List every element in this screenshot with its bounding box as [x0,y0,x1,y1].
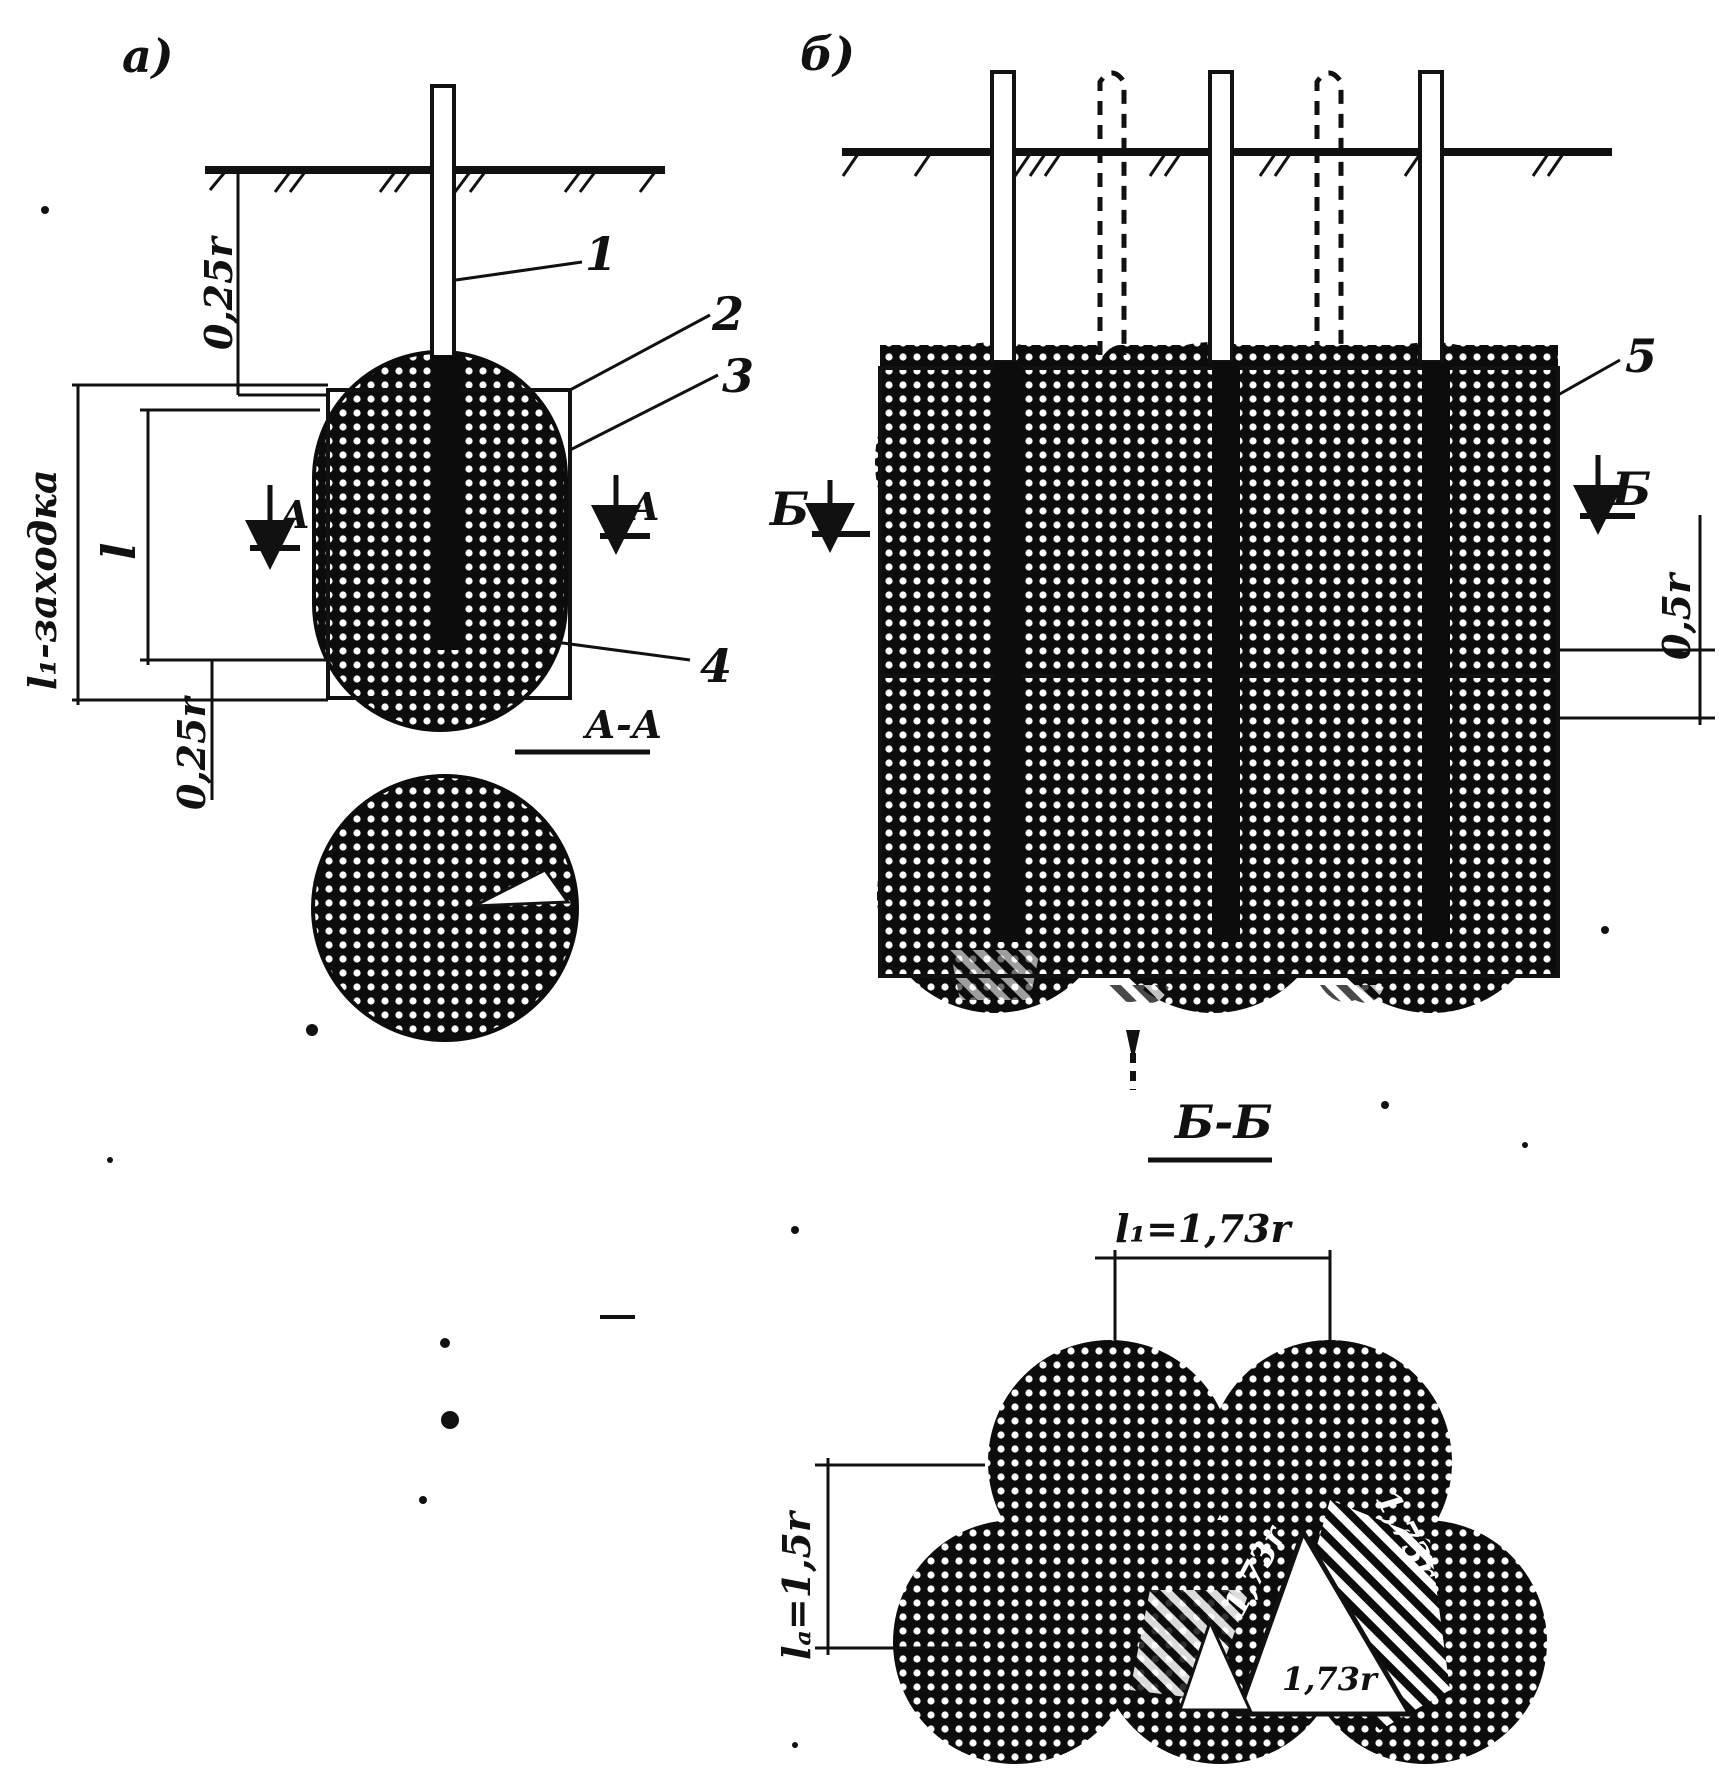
section-label-b-left: Б [768,482,809,536]
section-b-arrow [1126,1030,1140,1090]
dashed-columns-b [1097,70,1344,355]
freeze-column-a [430,84,460,650]
dim-zone-length: l [92,543,146,560]
callout-3: 3 [722,349,754,403]
tri-center-label: 1,73r [1282,1660,1379,1698]
callout-leaders-a [455,260,719,662]
scan-specks [41,206,1609,1748]
section-mark-a-right [591,475,650,555]
dim-top-offset-a: 0,25r [196,234,241,350]
callout-2: 2 [711,287,744,341]
dim-spacing-l1: l₁=1,73r [1115,1206,1293,1251]
callout-1: 1 [585,227,617,281]
panel-b: б) [768,27,1715,1764]
section-label-a-left: A [277,492,309,537]
panel-b-letter: б) [800,27,855,81]
section-mark-b-left [805,480,870,553]
section-a-title: А-А [582,702,663,747]
section-b-center-triangle [1234,1526,1415,1717]
section-mark-b-right [1573,455,1635,535]
section-mark-a-left [245,485,300,570]
dim-full-length: l₁-заходка [20,470,65,691]
section-a-circle [311,774,579,1042]
section-a-notch [473,868,571,908]
section-label-a-right: A [627,484,659,529]
dim-gap-b: 0,5r [1654,571,1699,660]
section-label-b-right: Б [1610,462,1651,516]
callout-5: 5 [1625,329,1657,383]
panel-a-letter: а) [122,29,174,83]
dim-bottom-offset-a: 0,25r [169,694,214,810]
freeze-columns-b [990,70,1450,942]
dimensions-a [72,172,330,800]
dimension-l1-b [1095,1250,1332,1342]
section-b-title: Б-Б [1173,1095,1273,1149]
panel-a: а) 1 [20,29,754,1042]
dim-spacing-ld: lₐ=1,5r [774,1509,819,1660]
section-b-left-triangle [1177,1617,1253,1712]
callout-leader-5 [1557,358,1621,397]
dimension-ld-b [815,1458,985,1655]
dimension-gap-b [1558,515,1715,725]
callout-4: 4 [700,639,732,693]
